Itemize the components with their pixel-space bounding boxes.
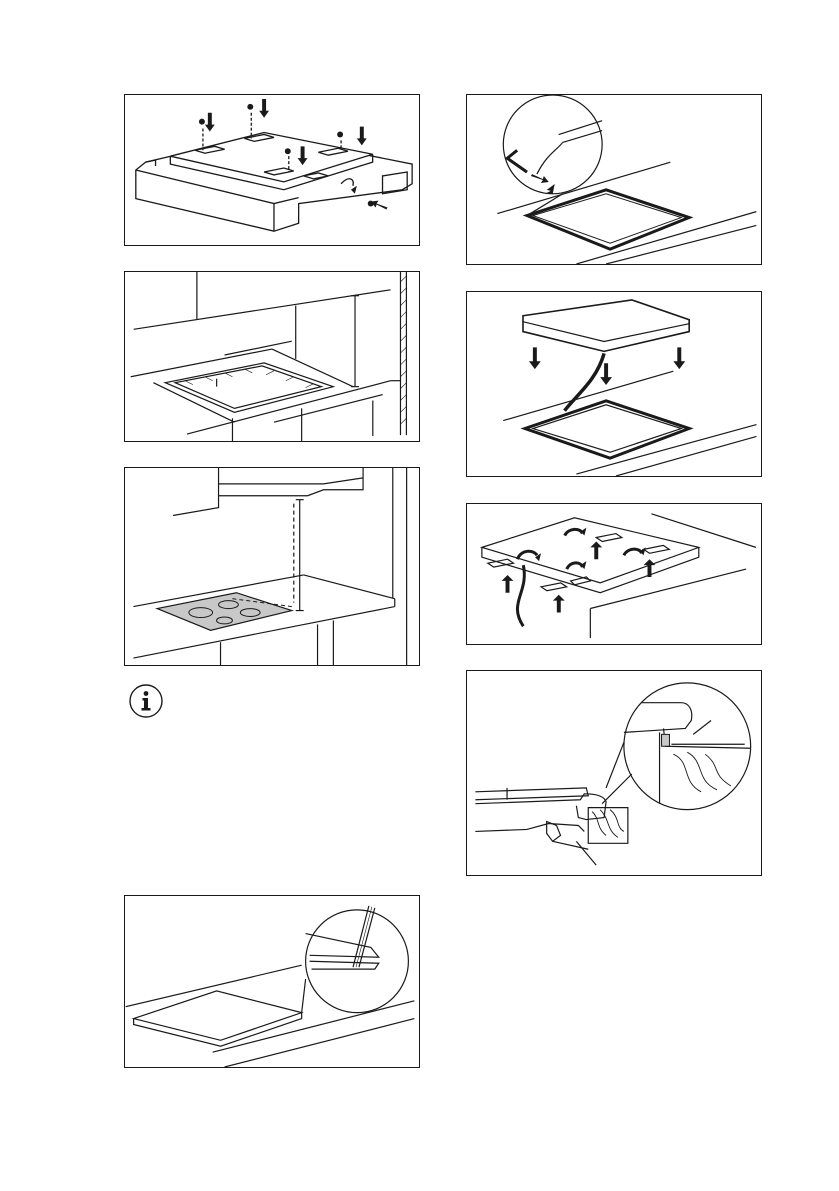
seal-on-frame-illustration (467, 95, 761, 264)
figure-hob-insert (466, 291, 762, 477)
edge-section-detail-illustration (467, 671, 761, 875)
figure-hood-clearance (124, 467, 420, 666)
figure-frame-screws (124, 94, 420, 246)
bracket-rotation-illustration (467, 504, 761, 644)
figure-cutout-dimensions (124, 271, 420, 442)
figure-seal-cut (124, 895, 420, 1068)
figure-section-detail (466, 670, 762, 876)
figure-seal-frame (466, 94, 762, 265)
figure-bracket-fix (466, 503, 762, 645)
seal-corner-trim-illustration (125, 896, 419, 1067)
hob-lowering-illustration (467, 292, 761, 476)
frame-screw-mounting-illustration (125, 95, 419, 245)
info-icon (128, 683, 164, 719)
worktop-cutout-dimensions-illustration (125, 272, 419, 441)
hood-distance-illustration (125, 468, 419, 665)
